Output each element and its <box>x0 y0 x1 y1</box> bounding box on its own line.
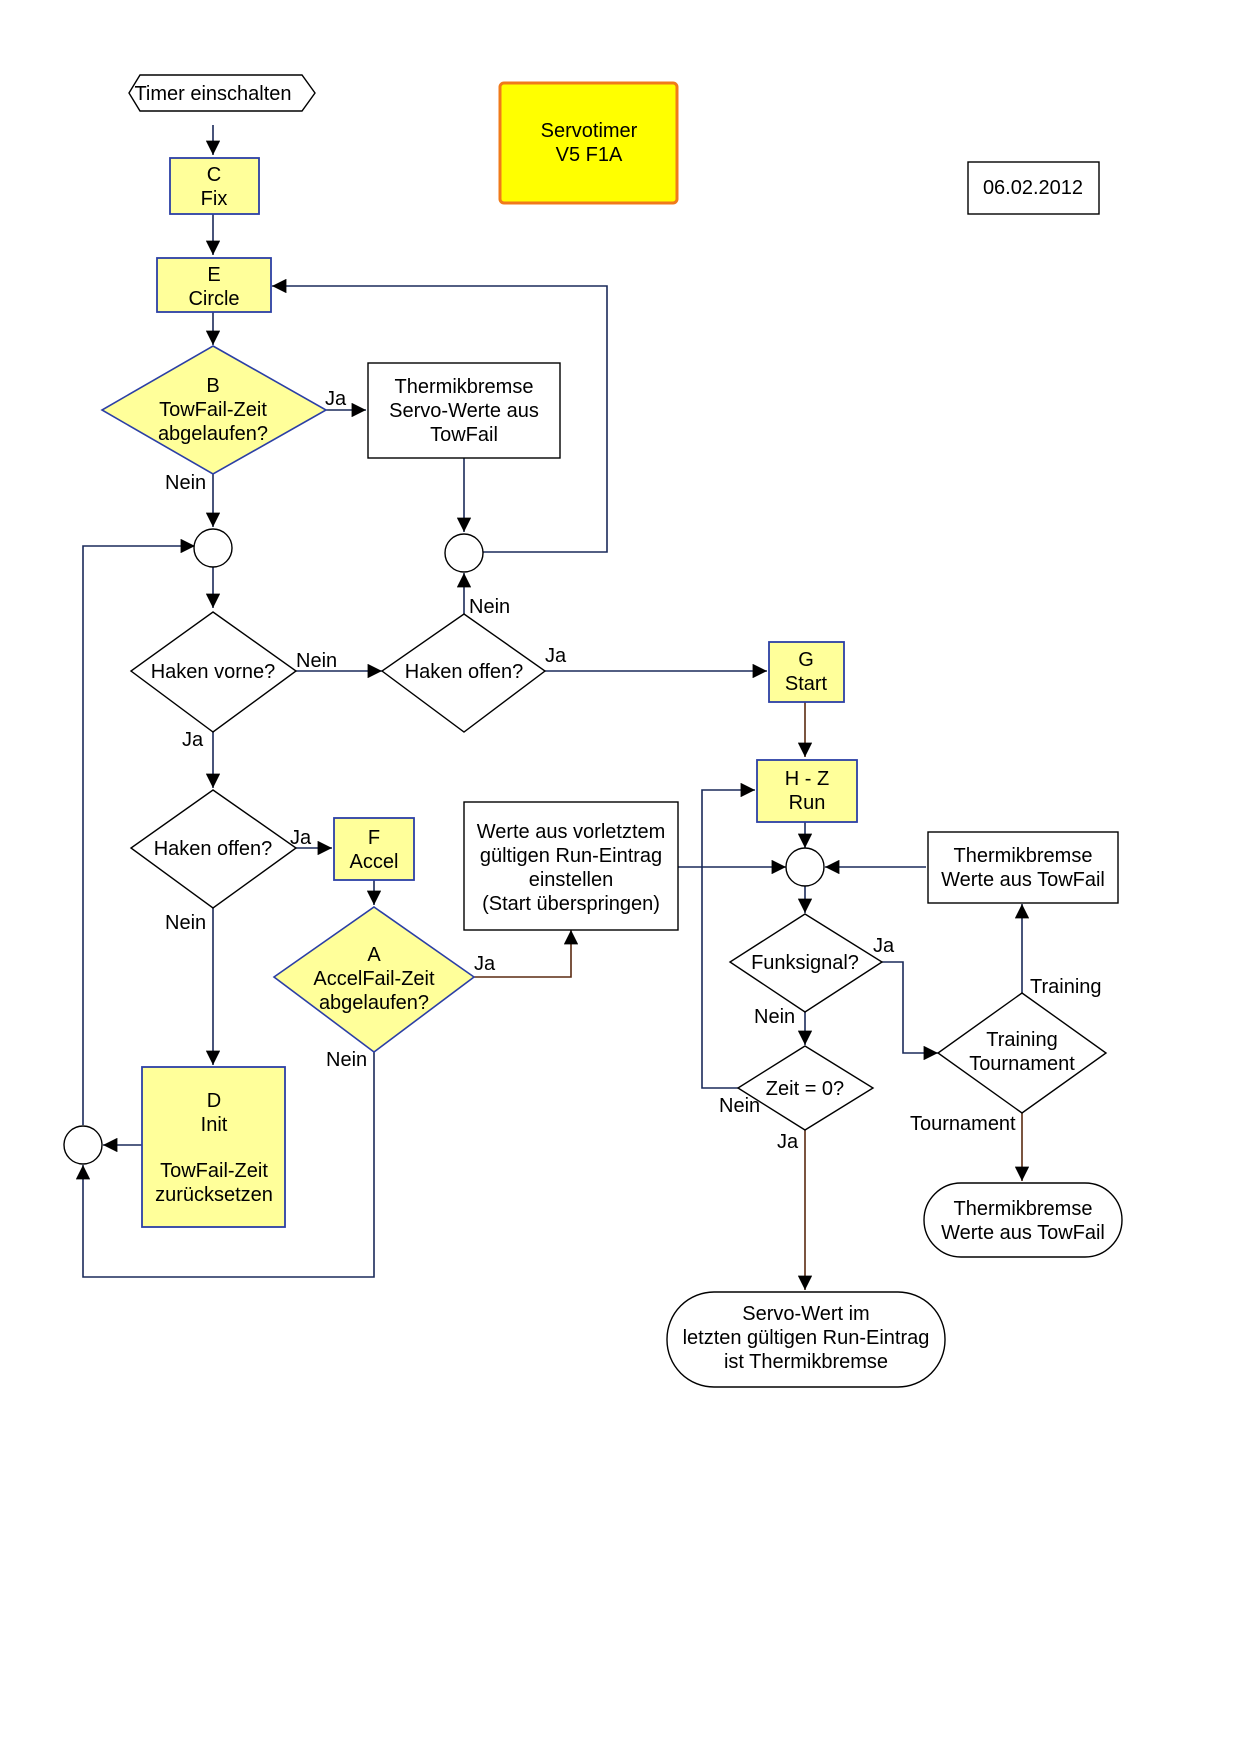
decision-training-line-2: Tournament <box>969 1053 1075 1075</box>
node-c-line-2: Fix <box>201 188 228 210</box>
therm-end-box: Thermikbremse Werte aus TowFail <box>923 1182 1123 1258</box>
therm-box-1: Thermikbremse Servo-Werte aus TowFail <box>367 362 561 459</box>
werte-box-line-3: einstellen <box>529 869 614 891</box>
edge-label-b-ja: Ja <box>325 388 347 410</box>
node-hz-line-1: H - Z <box>785 768 829 790</box>
edge-label-b-nein: Nein <box>165 472 206 494</box>
node-g: G Start <box>768 641 845 703</box>
decision-haken-offen-2-label: Haken offen? <box>154 838 273 860</box>
node-g-line-2: Start <box>785 673 828 695</box>
node-e-line-2: Circle <box>188 288 239 310</box>
decision-funksignal-label: Funksignal? <box>751 952 859 974</box>
edge-label-training: Training <box>1030 976 1102 998</box>
decision-zeit: Zeit = 0? <box>736 1045 875 1131</box>
node-e-line-1: E <box>207 264 220 286</box>
therm-box-1-line-3: TowFail <box>430 424 498 446</box>
edge-label-funk-ja: Ja <box>873 935 895 957</box>
therm-end-box-line-2: Werte aus TowFail <box>941 1222 1105 1244</box>
decision-a-line-1: A <box>367 944 381 966</box>
date-box: 06.02.2012 <box>967 161 1100 215</box>
decision-b-line-3: abgelaufen? <box>158 423 268 445</box>
therm-box-2: Thermikbremse Werte aus TowFail <box>927 831 1119 904</box>
date-label: 06.02.2012 <box>983 177 1083 199</box>
node-hz-line-2: Run <box>789 792 826 814</box>
junction-bottom-left <box>63 1125 103 1165</box>
therm-box-1-line-1: Thermikbremse <box>395 376 534 398</box>
edge-label-zeit-nein: Nein <box>719 1095 760 1117</box>
servo-end-box-line-3: ist Thermikbremse <box>724 1351 888 1373</box>
edge-label-tournament: Tournament <box>910 1113 1016 1135</box>
servo-end-box-line-1: Servo-Wert im <box>742 1303 869 1325</box>
decision-a-line-2: AccelFail-Zeit <box>313 968 435 990</box>
servo-end-box-line-2: letzten gültigen Run-Eintrag <box>683 1327 930 1349</box>
werte-box: Werte aus vorletztem gültigen Run-Eintra… <box>463 801 679 931</box>
node-f: F Accel <box>333 817 415 881</box>
therm-box-1-line-2: Servo-Werte aus <box>389 400 539 422</box>
therm-box-2-line-2: Werte aus TowFail <box>941 869 1105 891</box>
node-d-line-3: TowFail-Zeit <box>160 1160 268 1182</box>
junction-right <box>785 847 825 887</box>
edge-label-haken-offen-2-ja: Ja <box>290 827 312 849</box>
werte-box-line-2: gültigen Run-Eintrag <box>480 845 662 867</box>
decision-haken-vorne: Haken vorne? <box>129 611 298 733</box>
decision-haken-offen-1: Haken offen? <box>380 613 547 733</box>
edge-label-a-nein: Nein <box>326 1049 367 1071</box>
edge-label-a-ja: Ja <box>474 953 496 975</box>
werte-box-line-1: Werte aus vorletztem <box>477 821 666 843</box>
decision-b: B TowFail-Zeit abgelaufen? <box>100 345 328 475</box>
edge-label-haken-vorne-nein: Nein <box>296 650 337 672</box>
decision-haken-vorne-label: Haken vorne? <box>151 661 276 683</box>
decision-haken-offen-1-label: Haken offen? <box>405 661 524 683</box>
title-box: Servotimer V5 F1A <box>498 81 679 205</box>
node-g-line-1: G <box>798 649 814 671</box>
node-d: D Init TowFail-Zeit zurücksetzen <box>141 1066 286 1228</box>
werte-box-line-4: (Start überspringen) <box>482 893 660 915</box>
edge-label-zeit-ja: Ja <box>777 1131 799 1153</box>
junction-left <box>193 528 233 568</box>
node-d-line-4: zurücksetzen <box>155 1184 273 1206</box>
decision-training-line-1: Training <box>986 1029 1058 1051</box>
decision-a-line-3: abgelaufen? <box>319 992 429 1014</box>
therm-box-2-line-1: Thermikbremse <box>954 845 1093 867</box>
node-d-line-1: D <box>207 1090 221 1112</box>
node-hz: H - Z Run <box>756 759 858 823</box>
connectors <box>75 125 1030 1290</box>
therm-end-box-line-1: Thermikbremse <box>954 1198 1093 1220</box>
edge-label-haken-offen-2-nein: Nein <box>165 912 206 934</box>
start-label: Timer einschalten <box>134 83 291 105</box>
node-f-line-1: F <box>368 827 380 849</box>
decision-b-line-2: TowFail-Zeit <box>159 399 267 421</box>
edge-label-haken-offen-1-nein: Nein <box>469 596 510 618</box>
node-c: C Fix <box>169 157 260 215</box>
decision-a: A AccelFail-Zeit abgelaufen? <box>272 906 476 1053</box>
decision-zeit-label: Zeit = 0? <box>766 1078 844 1100</box>
node-e: E Circle <box>156 257 272 313</box>
node-d-line-2: Init <box>201 1114 228 1136</box>
title-line-2: V5 F1A <box>556 144 623 166</box>
decision-funksignal: Funksignal? <box>728 913 884 1013</box>
edge-label-haken-vorne-ja: Ja <box>182 729 204 751</box>
title-line-1: Servotimer <box>541 120 638 142</box>
edge-label-haken-offen-1-ja: Ja <box>545 645 567 667</box>
decision-b-line-1: B <box>206 375 219 397</box>
node-c-line-1: C <box>207 164 221 186</box>
edge-label-funk-nein: Nein <box>754 1006 795 1028</box>
junction-middle <box>444 533 484 573</box>
node-f-line-2: Accel <box>350 851 399 873</box>
decision-training: Training Tournament <box>936 992 1108 1114</box>
edge-labels: Ja Nein Nein Ja Nein Ja Ja Nein Ja Nein … <box>165 388 1102 1153</box>
servo-end-box: Servo-Wert im letzten gültigen Run-Eintr… <box>666 1291 946 1388</box>
decision-haken-offen-2: Haken offen? <box>129 789 298 909</box>
start-node: Timer einschalten <box>128 74 316 112</box>
